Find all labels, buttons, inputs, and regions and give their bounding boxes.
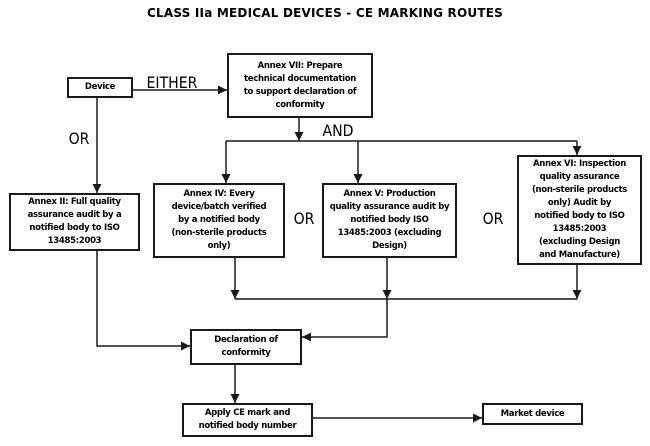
node-apply-ce-mark: Apply CE mark and notified body number <box>182 403 313 437</box>
edge-convergeline-declaration <box>302 299 388 342</box>
edge-label-or-left: OR <box>68 129 90 148</box>
node-annex-v: Annex V: Production quality assurance au… <box>322 183 457 258</box>
node-annex-vi-label: Annex VI: Inspection quality assurance (… <box>531 159 628 260</box>
diagram-title: CLASS IIa MEDICAL DEVICES - CE MARKING R… <box>147 6 503 20</box>
edge-label-or-middle: OR <box>293 209 315 228</box>
edge-annex2-declaration <box>96 251 190 351</box>
node-device-label: Device <box>84 82 116 92</box>
node-annex-vi: Annex VI: Inspection quality assurance (… <box>517 155 642 265</box>
node-market-device-label: Market device <box>500 408 565 419</box>
node-market-device: Market device <box>482 403 583 425</box>
node-annex-vii: Annex VII: Prepare technical documentati… <box>227 53 373 118</box>
node-annex-vii-label: Annex VII: Prepare technical documentati… <box>243 60 357 110</box>
node-annex-iv: Annex IV: Every device/batch verified by… <box>153 183 285 258</box>
edge-label-and: AND <box>322 121 354 140</box>
node-apply-ce-mark-label: Apply CE mark and notified body number <box>198 408 297 431</box>
edge-label-either: EITHER <box>146 73 198 92</box>
node-annex-iv-label: Annex IV: Every device/batch verified by… <box>171 189 267 251</box>
node-annex-v-label: Annex V: Production quality assurance au… <box>329 189 450 251</box>
node-annex-ii: Annex II: Full quality assurance audit b… <box>9 193 140 251</box>
node-declaration-label: Declaration of conformity <box>214 335 278 358</box>
node-device: Device <box>67 77 133 98</box>
edge-label-or-right: OR <box>482 209 504 228</box>
node-declaration-of-conformity: Declaration of conformity <box>190 329 302 365</box>
node-annex-ii-label: Annex II: Full quality assurance audit b… <box>27 197 122 246</box>
